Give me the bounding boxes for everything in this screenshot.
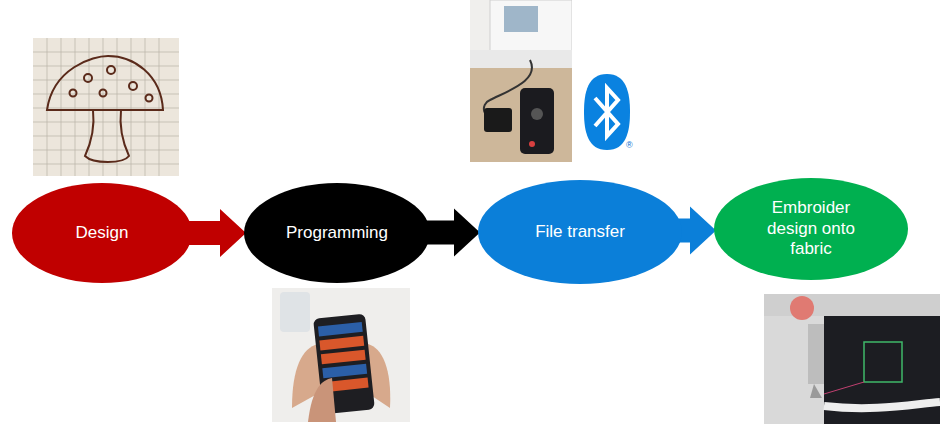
node-label: File transfer [535, 222, 625, 242]
node-text-group: Design [76, 223, 129, 243]
node-text-group: Embroider design onto fabric [755, 198, 867, 259]
registered-mark: ® [626, 140, 633, 150]
embroidery-photo [764, 294, 940, 424]
node-label: Embroider design onto fabric [755, 198, 867, 259]
process-ellipse: Embroider design onto fabric [714, 178, 908, 280]
process-ellipse: Programming [244, 183, 430, 283]
node-text-group: Programming [286, 223, 388, 243]
block-arrow [425, 209, 480, 257]
bluetooth-logo [584, 74, 630, 150]
process-ellipse: Design [12, 183, 192, 283]
node-label: Design [76, 223, 129, 243]
file-transfer-photo [470, 0, 572, 162]
node-text-group: File transfer [535, 222, 625, 242]
block-arrow [187, 209, 246, 257]
block-arrow [677, 207, 716, 255]
node-label: Programming [286, 223, 388, 243]
process-ellipse: File transfer [478, 180, 682, 284]
design-sketch-photo [33, 38, 179, 176]
programming-photo [272, 288, 410, 422]
